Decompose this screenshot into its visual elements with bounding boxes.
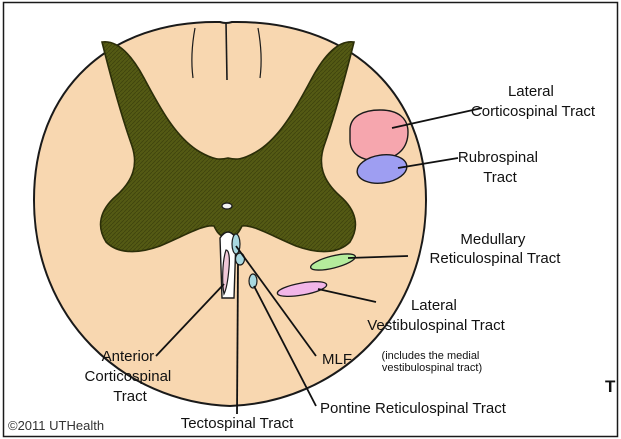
label-tectospinal: Tectospinal Tract (181, 415, 294, 432)
copyright-text: ©2011 UTHealth (8, 418, 104, 433)
edge-letter: T (605, 377, 616, 396)
label-pontine-reticulospinal: Pontine Reticulospinal Tract (320, 400, 507, 417)
posterior-median-sulcus (226, 22, 227, 80)
label-mlf: MLF (322, 351, 352, 368)
label-mlf-note: (includes the medial vestibulospinal tra… (382, 350, 483, 374)
lateral-corticospinal-tract (350, 110, 408, 160)
central-canal (222, 203, 232, 209)
pontine-reticulospinal-tract (249, 274, 257, 288)
leader-tectospinal (237, 264, 238, 414)
